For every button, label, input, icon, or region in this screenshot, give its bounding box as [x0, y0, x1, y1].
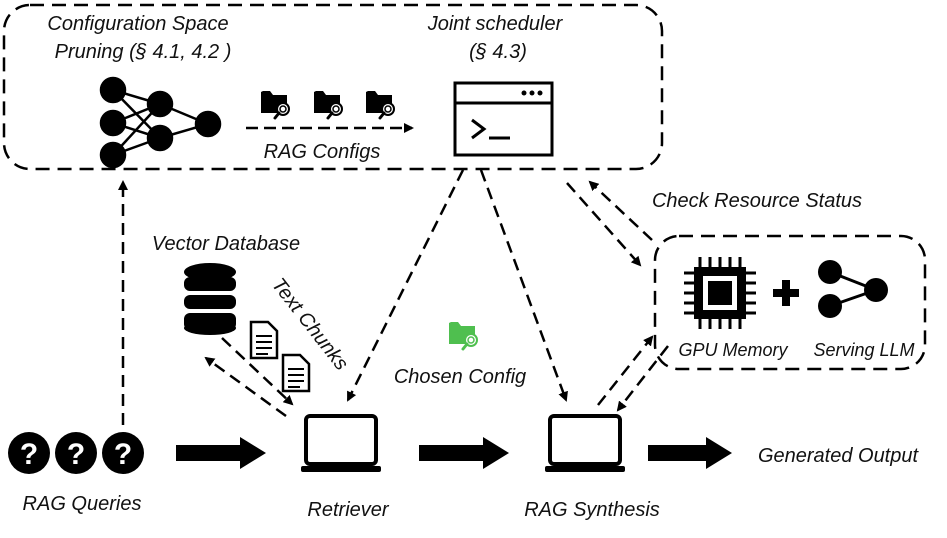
llm-graph-icon	[818, 260, 888, 318]
database-icon	[184, 263, 236, 335]
serving-llm-label: Serving LLM	[813, 340, 914, 360]
rag-queries-label: RAG Queries	[23, 493, 142, 515]
chosen-config-label: Chosen Config	[394, 366, 526, 388]
plus-icon	[773, 280, 799, 306]
retriever-laptop-icon	[299, 414, 383, 474]
retriever-to-synthesis-arrow	[419, 437, 509, 469]
scheduler-title-line2: (§ 4.3)	[469, 41, 527, 63]
pruning-title-line1: Configuration Space	[47, 13, 228, 35]
config-folder-icon	[364, 89, 396, 120]
synthesis-laptop-icon	[543, 414, 627, 474]
gpu-chip-icon	[684, 257, 756, 329]
chosen-config-folder-icon	[447, 320, 479, 351]
query-icon: ?	[55, 432, 97, 474]
generated-output-label: Generated Output	[758, 445, 920, 467]
query-symbol: ?	[67, 438, 85, 471]
vector-database-label: Vector Database	[152, 233, 300, 255]
rag-configs-label: RAG Configs	[264, 141, 381, 163]
control-plane-box	[2, 3, 664, 171]
retriever-label: Retriever	[307, 499, 389, 521]
queries-to-retriever-arrow	[176, 437, 266, 469]
resource-to-synthesis-arrow	[616, 345, 669, 412]
text-chunks-label: Text Chunks	[267, 274, 352, 375]
check-resource-status-label: Check Resource Status	[652, 190, 862, 212]
config-folder-icon	[312, 89, 344, 120]
query-symbol: ?	[20, 438, 38, 471]
pruning-title-line2: Pruning (§ 4.1, 4.2 )	[55, 41, 232, 63]
terminal-icon	[453, 81, 554, 157]
document-icon	[249, 320, 279, 360]
scheduler-to-retriever-arrow	[346, 169, 465, 402]
synthesis-to-output-arrow	[648, 437, 732, 469]
query-icon: ?	[102, 432, 144, 474]
database-to-retriever-arrow	[221, 337, 294, 406]
query-symbol: ?	[114, 438, 132, 471]
config-folder-icon	[259, 89, 291, 120]
gpu-memory-label: GPU Memory	[678, 340, 788, 360]
resource-box	[653, 234, 927, 371]
scheduler-to-synthesis-arrow	[479, 169, 568, 402]
scheduler-title-line1: Joint scheduler	[427, 13, 564, 35]
resource-to-scheduler-arrow	[588, 180, 653, 241]
neural-network-icon	[99, 76, 222, 169]
retriever-to-database-arrow	[204, 356, 287, 418]
synthesis-to-resource-arrow	[597, 335, 654, 406]
rag-synthesis-label: RAG Synthesis	[524, 499, 660, 521]
document-icon	[281, 353, 311, 393]
query-icon: ?	[8, 432, 50, 474]
